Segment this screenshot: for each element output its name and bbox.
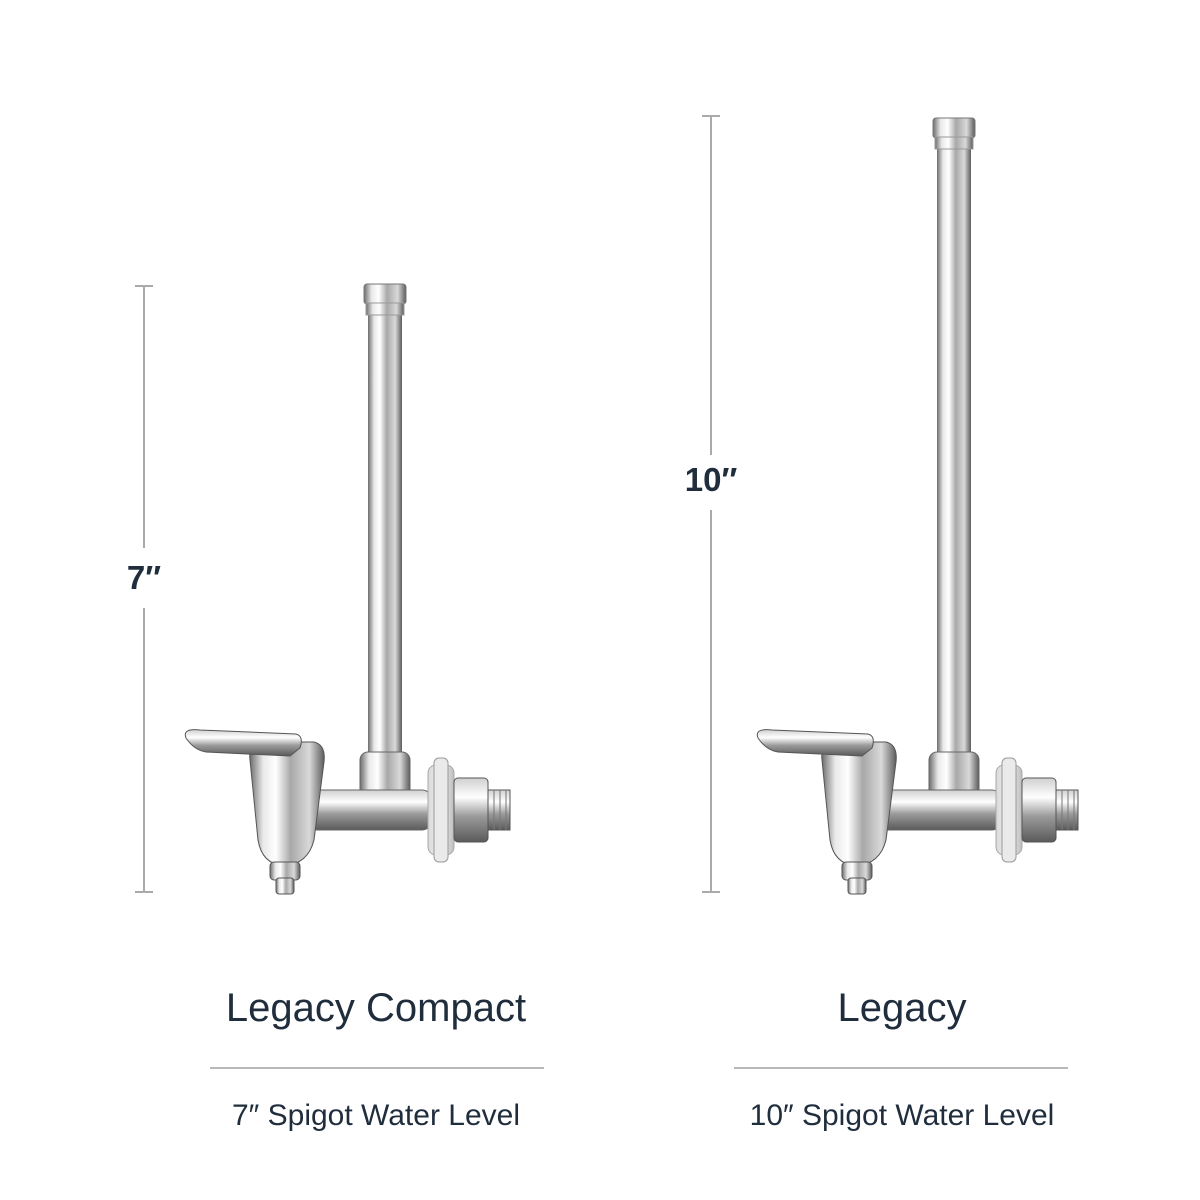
- spigot-legacy-image: [756, 117, 1079, 895]
- height-label-compact: 7″: [126, 559, 162, 596]
- spigot-level-compact: 7″ Spigot Water Level: [232, 1099, 520, 1132]
- divider-legacy: [734, 1067, 1068, 1069]
- dimension-line-legacy: [702, 115, 720, 893]
- height-label-legacy: 10″: [684, 461, 738, 498]
- spigot-level-legacy: 10″ Spigot Water Level: [749, 1099, 1055, 1132]
- spigot-compact-image: [184, 283, 511, 895]
- product-name-legacy: Legacy: [837, 986, 967, 1030]
- divider-compact: [210, 1067, 544, 1069]
- product-name-compact: Legacy Compact: [225, 986, 527, 1030]
- dimension-line-compact: [135, 285, 153, 893]
